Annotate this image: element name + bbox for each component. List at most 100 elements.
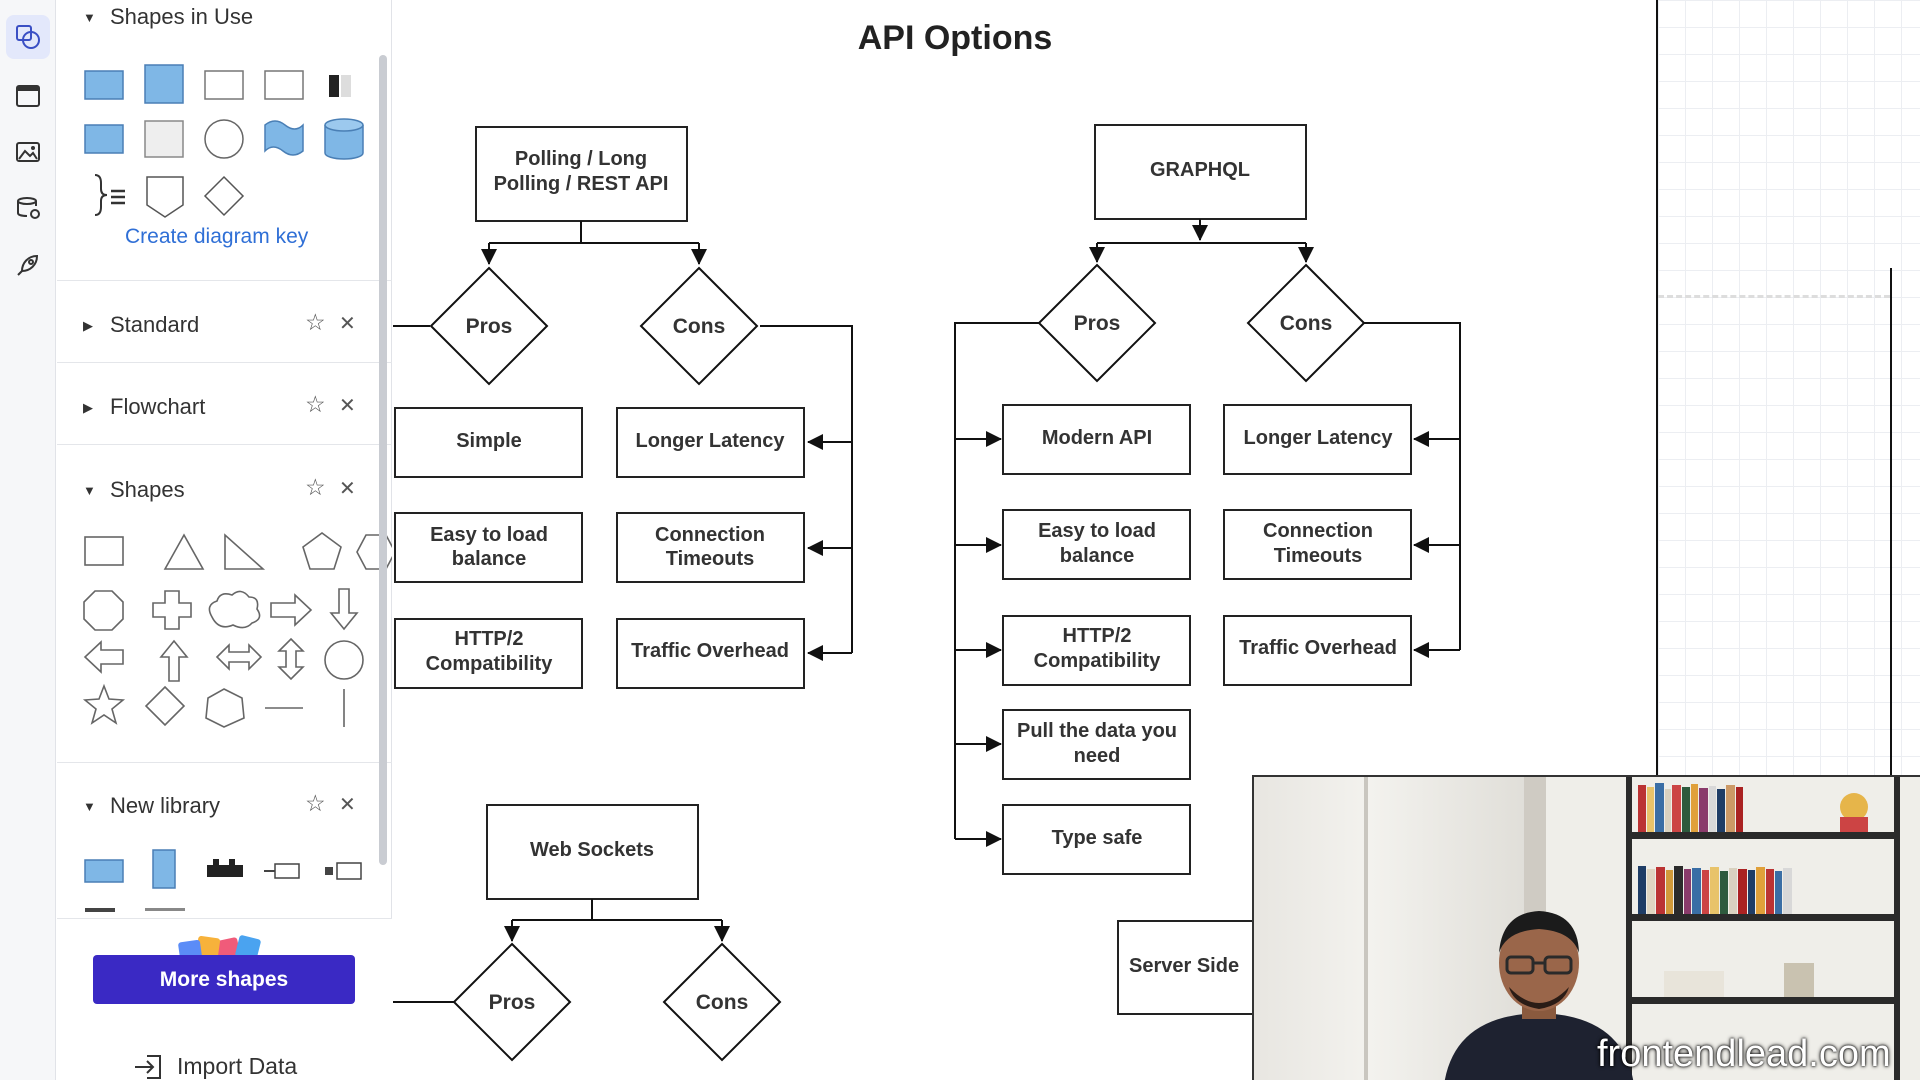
more-shapes-button[interactable]: More shapes — [93, 955, 355, 1004]
graphql-cons-diamond[interactable]: Cons — [1246, 263, 1366, 383]
section-shapes-header[interactable]: ▼ Shapes ☆ ✕ — [57, 463, 392, 513]
polling-pro-item[interactable]: HTTP/2 Compatibility — [394, 618, 583, 689]
graphql-pro-item[interactable]: Modern API — [1002, 404, 1191, 475]
section-flowchart-header[interactable]: ▶ Flowchart ☆ ✕ — [57, 380, 392, 430]
websockets-cons-diamond[interactable]: Cons — [662, 942, 782, 1062]
shape-cross[interactable] — [152, 590, 192, 630]
websockets-title-box[interactable]: Web Sockets — [486, 804, 699, 900]
shape-brace-note[interactable] — [94, 174, 125, 216]
graphql-con-item[interactable]: Traffic Overhead — [1223, 615, 1412, 686]
section-new-library-header[interactable]: ▼ New library ☆ ✕ — [57, 779, 392, 829]
section-title: Standard — [110, 312, 200, 337]
close-icon[interactable]: ✕ — [339, 395, 356, 417]
graphql-pro-item[interactable]: HTTP/2 Compatibility — [1002, 615, 1191, 686]
close-icon[interactable]: ✕ — [339, 478, 356, 500]
item-text: Traffic Overhead — [631, 640, 789, 662]
library-shape-tall-rect[interactable] — [152, 849, 176, 889]
shapes-tool-icon[interactable] — [6, 15, 50, 59]
graphql-title-box[interactable]: GRAPHQL — [1094, 124, 1307, 220]
import-data-button[interactable]: Import Data — [133, 1053, 297, 1080]
library-shape-connector-2[interactable] — [325, 862, 362, 880]
section-shapes-in-use-header[interactable]: ▼ Shapes in Use — [57, 0, 392, 40]
polling-pro-item[interactable]: Easy to load balance — [394, 512, 583, 583]
webcam-overlay — [1252, 775, 1920, 1080]
library-shape-connector[interactable] — [264, 863, 300, 879]
shape-cylinder[interactable] — [324, 118, 364, 160]
shape-circle[interactable] — [324, 640, 364, 680]
diagram-title[interactable]: API Options — [858, 19, 1053, 57]
server-side-label: Server Side — [1129, 955, 1239, 977]
shape-rect-outline[interactable] — [204, 70, 244, 100]
shape-circle[interactable] — [204, 119, 244, 159]
frame-tool-icon[interactable] — [6, 74, 50, 118]
item-text: Compatibility — [426, 653, 554, 675]
library-shape-server[interactable] — [207, 859, 243, 877]
star-icon[interactable]: ☆ — [305, 474, 326, 500]
shape-pentagon[interactable] — [302, 532, 342, 570]
shape-rect-gray[interactable] — [144, 120, 184, 158]
graphql-pro-item[interactable]: Easy to load balance — [1002, 509, 1191, 580]
websockets-pros-diamond[interactable]: Pros — [452, 942, 572, 1062]
shape-rect-blue[interactable] — [84, 70, 124, 100]
polling-con-item[interactable]: Longer Latency — [616, 407, 805, 478]
data-link-icon[interactable] — [6, 186, 50, 230]
divider — [57, 762, 392, 763]
graphql-title: GRAPHQL — [1150, 159, 1250, 181]
polling-pro-item[interactable]: Simple — [394, 407, 583, 478]
library-shape-rect[interactable] — [84, 859, 124, 883]
shape-diamond[interactable] — [203, 175, 245, 217]
item-text: Pull the data you — [1017, 720, 1177, 742]
webcam-books — [1638, 783, 1868, 997]
shape-arrow-left-right[interactable] — [215, 643, 263, 671]
shape-shield[interactable] — [146, 176, 184, 218]
graphql-pro-item[interactable]: Type safe — [1002, 804, 1191, 875]
shape-triangle[interactable] — [163, 533, 205, 570]
shape-octagon[interactable] — [83, 590, 124, 631]
shape-rect-outline-2[interactable] — [264, 70, 304, 100]
webcam-shelf-post — [1894, 777, 1900, 1080]
close-icon[interactable]: ✕ — [339, 794, 356, 816]
item-text: Easy to load — [1038, 520, 1156, 542]
close-icon[interactable]: ✕ — [339, 313, 356, 335]
panel-scrollbar[interactable] — [379, 55, 387, 865]
shape-diamond[interactable] — [144, 685, 186, 727]
shape-arrow-left[interactable] — [83, 640, 124, 674]
shape-polygon[interactable] — [205, 688, 245, 728]
star-icon[interactable]: ☆ — [305, 391, 326, 417]
shape-arrow-up-down[interactable] — [277, 637, 305, 681]
shape-arrow-right[interactable] — [270, 593, 313, 627]
star-icon[interactable]: ☆ — [305, 790, 326, 816]
polling-pros-diamond[interactable]: Pros — [429, 266, 549, 386]
image-tool-icon[interactable] — [6, 130, 50, 174]
shape-rect-blue-2[interactable] — [84, 124, 124, 154]
shape-star[interactable] — [82, 683, 126, 725]
create-diagram-key-link[interactable]: Create diagram key — [125, 225, 309, 248]
section-title: Shapes — [110, 477, 185, 502]
item-text: Connection — [1263, 520, 1373, 542]
shape-rectangle[interactable] — [84, 536, 124, 566]
shape-arrow-up[interactable] — [159, 639, 189, 682]
section-standard-header[interactable]: ▶ Standard ☆ ✕ — [57, 298, 392, 348]
graphql-con-item[interactable]: Connection Timeouts — [1223, 509, 1412, 580]
polling-con-item[interactable]: Connection Timeouts — [616, 512, 805, 583]
shape-wave[interactable] — [264, 120, 304, 156]
webcam-shelf — [1627, 914, 1897, 921]
grid-frame-edge — [1890, 268, 1892, 788]
polling-cons-diamond[interactable]: Cons — [639, 266, 759, 386]
rocket-icon[interactable] — [6, 243, 50, 287]
shape-rect-blue-selected[interactable] — [144, 64, 184, 104]
shape-arrow-down[interactable] — [329, 588, 359, 631]
polling-connectors — [393, 221, 853, 661]
polling-title-box[interactable]: Polling / Long Polling / REST API — [475, 126, 688, 222]
section-title: Shapes in Use — [110, 4, 254, 29]
shape-right-triangle[interactable] — [224, 533, 266, 570]
graphql-con-item[interactable]: Longer Latency — [1223, 404, 1412, 475]
item-text: balance — [1060, 545, 1134, 567]
graphql-pro-item[interactable]: Pull the data you need — [1002, 709, 1191, 780]
polling-con-item[interactable]: Traffic Overhead — [616, 618, 805, 689]
cons-label: Cons — [696, 991, 749, 1014]
shape-cloud[interactable] — [208, 590, 261, 629]
graphql-pros-diamond[interactable]: Pros — [1037, 263, 1157, 383]
star-icon[interactable]: ☆ — [305, 309, 326, 335]
shape-split-block[interactable] — [329, 75, 351, 97]
